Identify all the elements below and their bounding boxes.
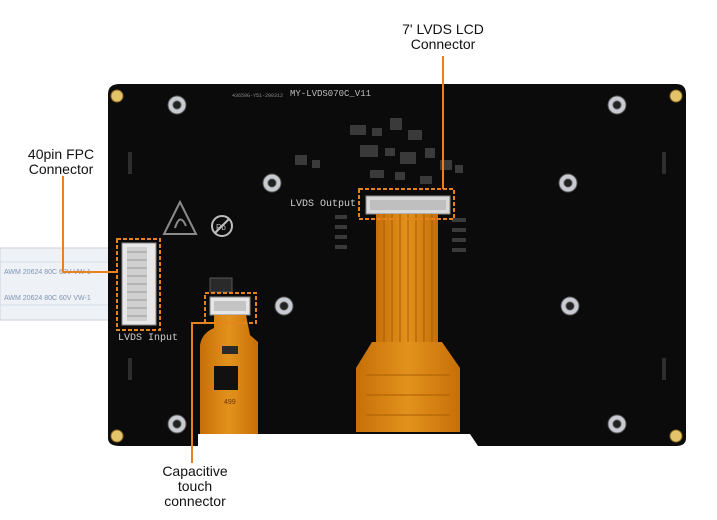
flex-code-text: 499 xyxy=(224,399,236,406)
standoffs xyxy=(167,95,627,434)
board-code-text: 43650G-Y51-200312 xyxy=(232,93,283,99)
touch-connector-callout: Capacitive touch connector xyxy=(140,464,250,509)
fpc-connector-highlight xyxy=(116,238,161,331)
fpc-connector-callout: 40pin FPC Connector xyxy=(6,147,116,177)
lcd-connector-highlight xyxy=(358,188,455,220)
touch-flex-cable: 499 xyxy=(200,315,258,434)
component-cluster xyxy=(295,118,466,252)
lcd-connector-callout: 7' LVDS LCD Connector xyxy=(378,22,508,52)
callout-graphics xyxy=(62,56,455,463)
fpc-print-1: AWM 20624 80C 60V VW-1 xyxy=(4,269,91,276)
esd-warning-icon xyxy=(162,199,198,235)
touch-callout-line-1: Capacitive xyxy=(162,463,228,479)
lvds-input-text: LVDS Input xyxy=(118,333,178,344)
lvds-output-text: LVDS Output xyxy=(290,199,356,210)
corner-holes xyxy=(110,89,683,443)
fpc-callout-line-1: 40pin FPC xyxy=(27,146,95,162)
fpc-callout-line-2: Connector xyxy=(28,161,94,177)
lcd-callout-line-2: Connector xyxy=(410,36,476,52)
fpc-connector-part xyxy=(121,242,157,326)
lcd-connector-part xyxy=(365,195,451,215)
touch-connector-highlight xyxy=(204,292,257,324)
lcd-flex-cable xyxy=(356,214,460,432)
touch-callout-line-3: connector xyxy=(164,493,226,509)
touch-connector-leader xyxy=(191,322,215,463)
board-model-text: MY-LVDS070C_V11 xyxy=(290,89,371,99)
touch-callout-line-2: touch xyxy=(177,478,213,494)
fpc-connector-leader xyxy=(62,176,117,273)
lcd-callout-line-1: 7' LVDS LCD xyxy=(402,21,484,37)
fpc-print-2: AWM 20624 80C 60V VW-1 xyxy=(4,295,91,302)
pb-free-icon: Pb xyxy=(211,215,233,237)
svg-text:Pb: Pb xyxy=(216,223,226,232)
